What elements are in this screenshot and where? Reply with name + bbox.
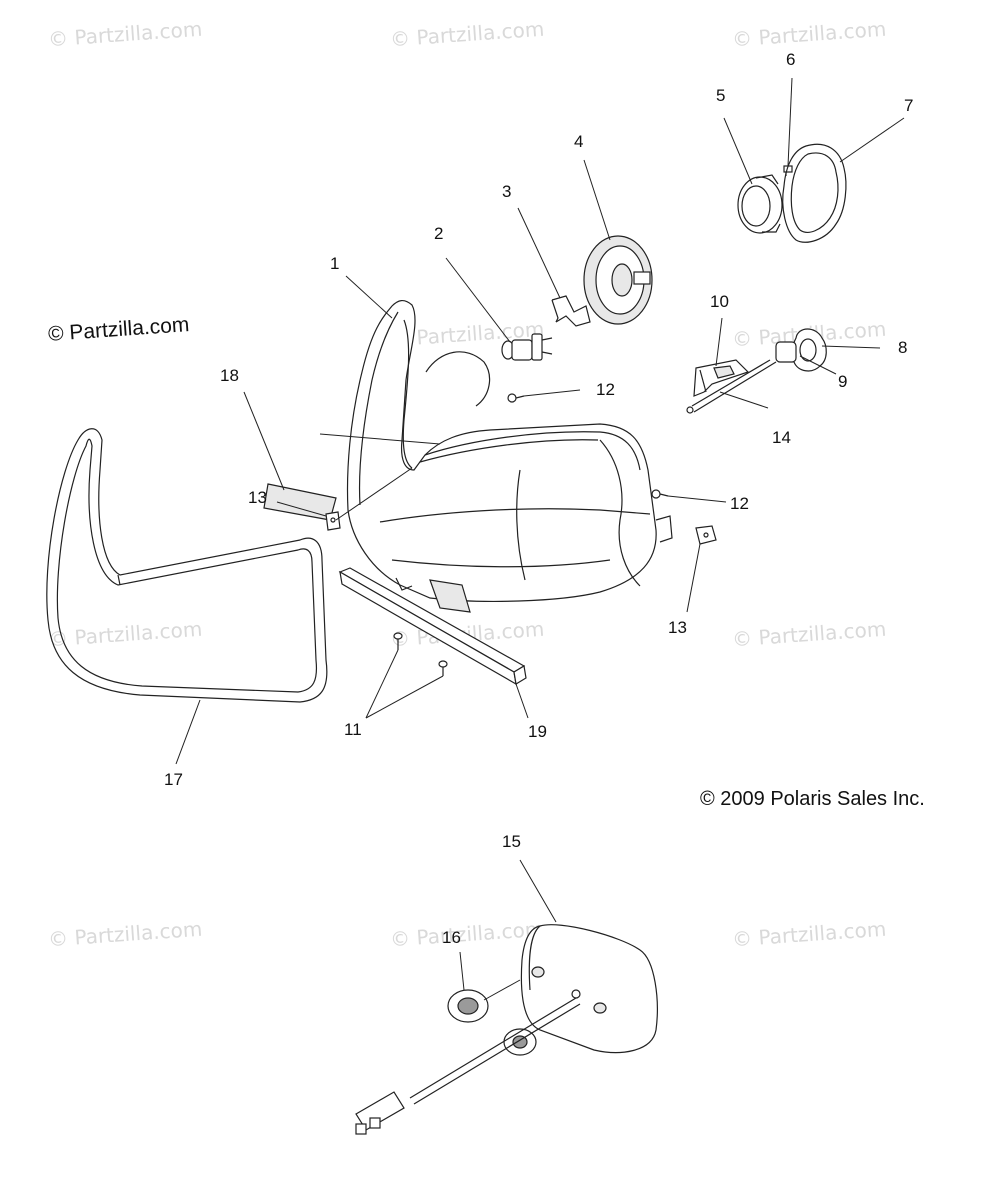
part-4-reflector-cover [583, 235, 653, 325]
part-8-adjuster-knob [791, 328, 827, 372]
callout-12-lower: 12 [730, 494, 749, 513]
callout-9: 9 [838, 372, 848, 391]
callout-14: 14 [772, 428, 791, 447]
callout-13-left: 13 [248, 488, 267, 507]
part-18-decal [263, 483, 337, 521]
part-11-pin-a [393, 632, 403, 650]
part-2-bulb [501, 333, 553, 361]
callout-15: 15 [502, 832, 521, 851]
part-5-cap [737, 174, 783, 234]
part-10-bracket [693, 359, 750, 397]
leader-lines [175, 77, 905, 1001]
part-11-pin-b [438, 660, 448, 676]
part-12-screw-upper [507, 393, 525, 403]
part-3-retaining-clip [551, 295, 591, 327]
callout-1: 1 [330, 254, 340, 273]
part-7-cap-gasket [782, 143, 847, 243]
callout-17: 17 [164, 770, 183, 789]
part-13-clip-left [325, 511, 341, 531]
callout-7: 7 [904, 96, 914, 115]
taillight-wire-harness [355, 997, 581, 1135]
callout-3: 3 [502, 182, 512, 201]
callout-18: 18 [220, 366, 239, 385]
part-13-clip-right [695, 525, 717, 545]
callout-10: 10 [710, 292, 729, 311]
callout-8: 8 [898, 338, 908, 357]
callout-4: 4 [574, 132, 584, 151]
part-12-screw-lower [651, 489, 669, 499]
callout-5: 5 [716, 86, 726, 105]
callout-16: 16 [442, 928, 461, 947]
part-19-foam-strip [338, 567, 527, 686]
part-15-taillight [520, 924, 658, 1054]
callout-6: 6 [786, 50, 796, 69]
callout-19: 19 [528, 722, 547, 741]
callout-11: 11 [344, 720, 362, 739]
callout-12-upper: 12 [596, 380, 615, 399]
part-17-bezel-gasket [46, 428, 328, 703]
callout-13-right: 13 [668, 618, 687, 637]
copyright-notice: © 2009 Polaris Sales Inc. [700, 788, 925, 810]
part-1-headlight-housing [346, 300, 673, 613]
part-16-grommet [447, 989, 489, 1023]
callout-2: 2 [434, 224, 444, 243]
part-9-adjuster-body [686, 341, 797, 414]
